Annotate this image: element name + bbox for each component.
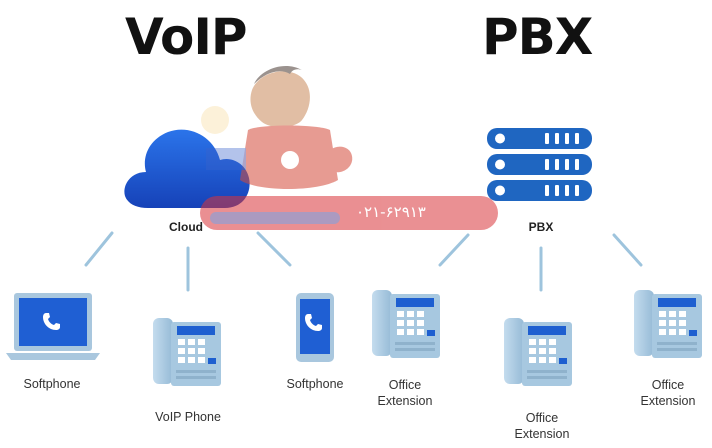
line-pbx-ext1 [438,233,470,267]
mobile-icon [296,293,334,362]
pbx-title: PBX [482,8,593,66]
device-label-office-ext-3: Office Extension [640,378,696,408]
cloud-icon [124,129,250,208]
desk-phone-icon [372,290,440,358]
device-label-office-ext-1: Office Extension [377,378,433,408]
connection-lines [84,231,643,292]
watermark-phone: ۰۲۱-۶۲۹۱۳ [356,203,426,221]
desk-phone-icon [504,318,572,386]
desk-phone-icon [634,290,702,358]
line-pbx-ext3 [612,233,643,267]
line-cloud-softphone [84,231,114,267]
voip-title: VoIP [125,8,248,66]
cloud-label: Cloud [169,220,203,234]
pbx-label: PBX [528,220,554,234]
watermark-logo [200,65,498,230]
line-cloud-mobile [256,231,292,267]
device-label-softphone-laptop: Softphone [23,377,81,391]
device-label-office-ext-2: Office Extension [514,411,570,441]
device-label-voip-phone: VoIP Phone [155,410,221,424]
laptop-icon [6,293,100,360]
desk-phone-icon [153,318,221,386]
server-icon [487,128,592,201]
device-label-softphone-mobile: Softphone [286,377,344,391]
